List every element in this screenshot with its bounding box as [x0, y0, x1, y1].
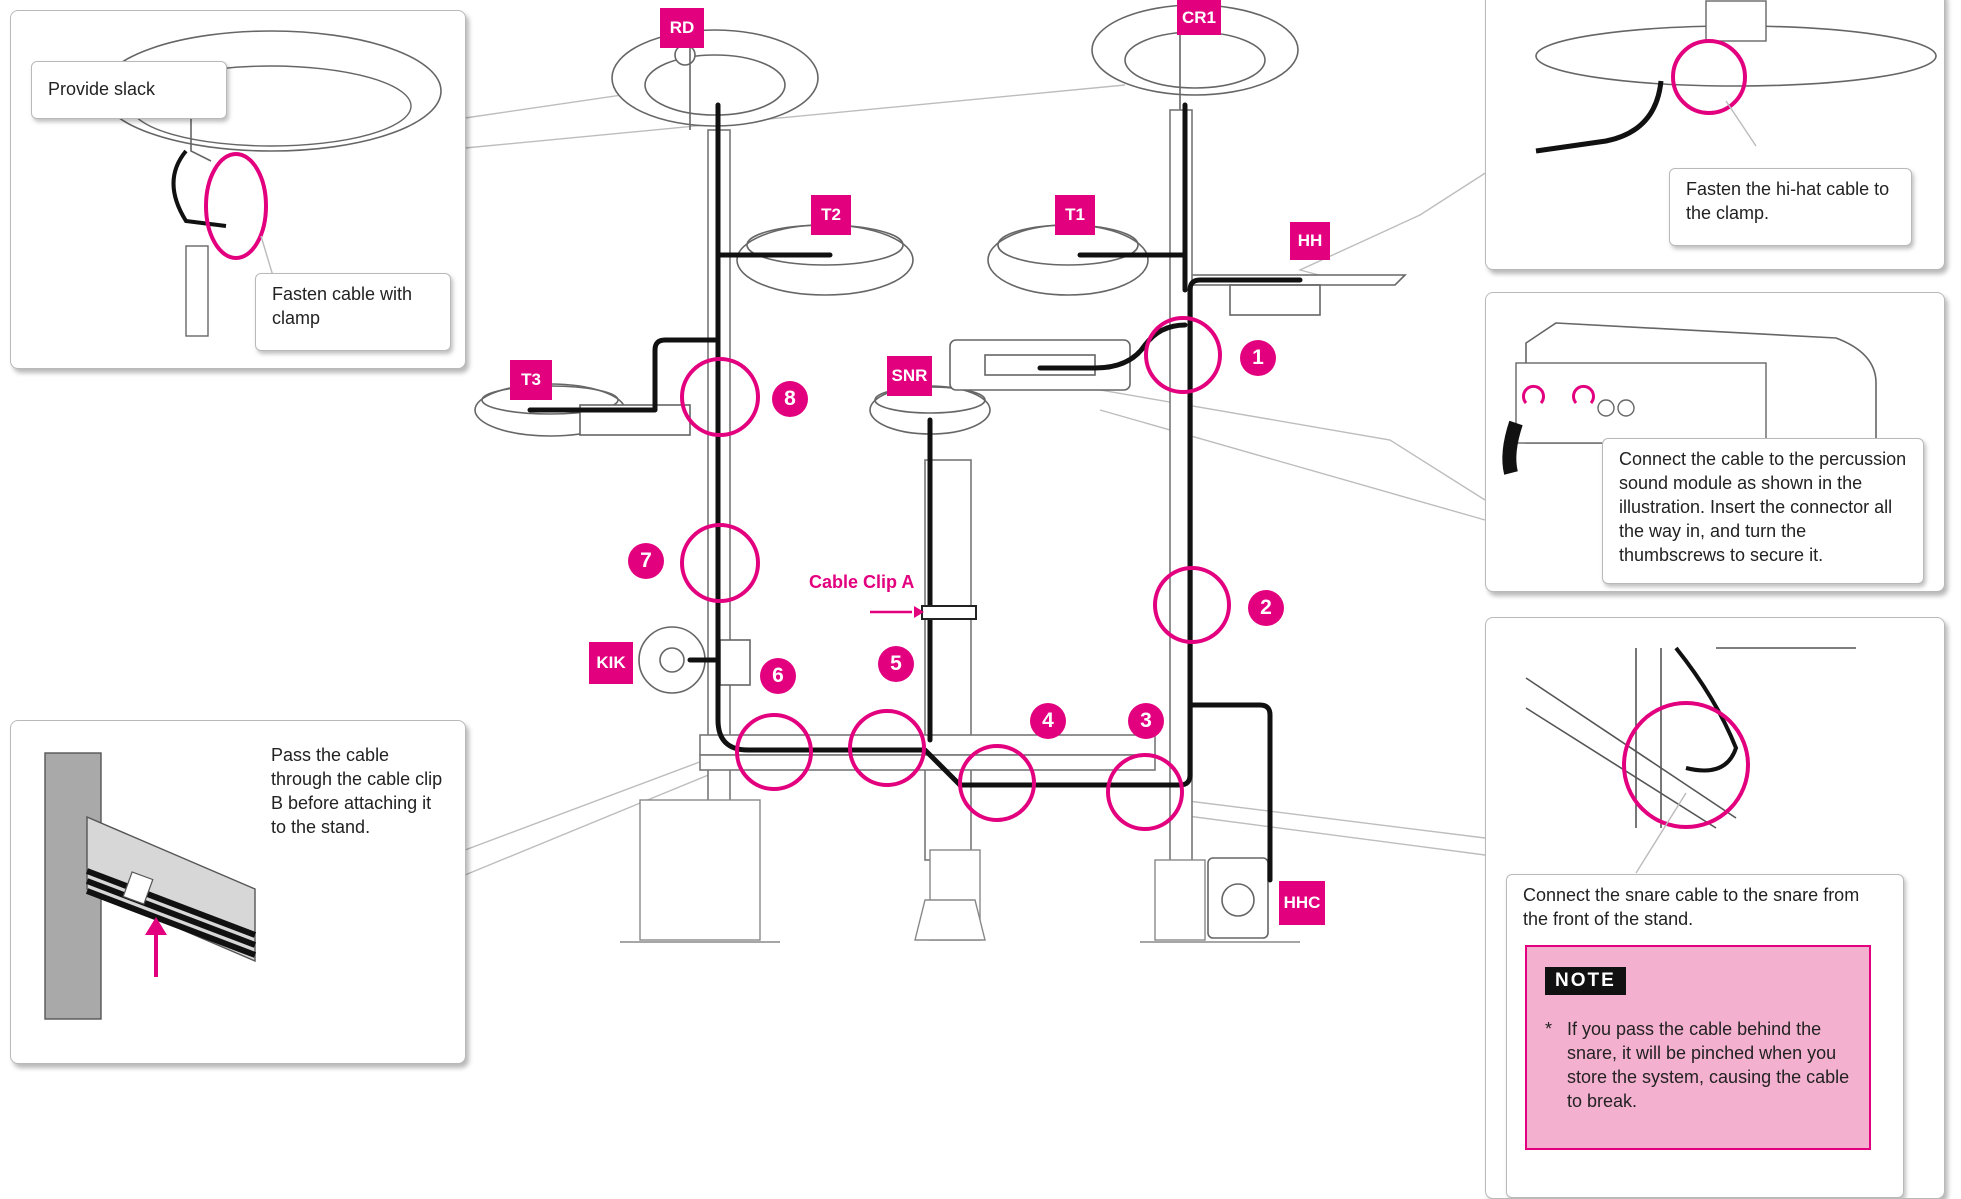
pass-cable-text: Pass the cable through the cable clip B …: [271, 745, 443, 837]
step-8: 8: [772, 381, 808, 417]
label-hh: HH: [1290, 222, 1330, 260]
step-6: 6: [760, 658, 796, 694]
clamp-highlight: [204, 152, 268, 260]
label-t2: T2: [811, 195, 851, 235]
hihat-clamp-highlight: [1671, 39, 1747, 115]
provide-slack-callout: Provide slack: [31, 61, 227, 119]
panel-hihat-clamp: Fasten the hi-hat cable to the clamp.: [1485, 0, 1945, 270]
step-7: 7: [628, 543, 664, 579]
fasten-clamp-text: Fasten cable with clamp: [272, 284, 413, 328]
panel-clamp-detail: Provide slack Fasten cable with clamp: [10, 10, 466, 369]
module-connection-illustration: [1502, 322, 1877, 475]
module-callout-text: Connect the cable to the percussion soun…: [1619, 449, 1907, 565]
sound-module: [949, 339, 1131, 391]
step-2: 2: [1248, 590, 1284, 626]
label-cr1: CR1: [1177, 0, 1221, 35]
label-snr: SNR: [887, 356, 932, 396]
note-body: If you pass the cable behind the snare, …: [1567, 1019, 1850, 1111]
note-text: * If you pass the cable behind the snare…: [1545, 1017, 1865, 1113]
panel-cable-clip-b: Pass the cable through the cable clip B …: [10, 720, 466, 1064]
panel-snare-connection: Connect the snare cable to the snare fro…: [1485, 617, 1945, 1199]
panel-module-connection: Connect the cable to the percussion soun…: [1485, 292, 1945, 592]
cable-clip-a-label: Cable Clip A: [809, 572, 915, 592]
provide-slack-text: Provide slack: [48, 79, 156, 99]
note-bullet: *: [1545, 1019, 1553, 1039]
step-5: 5: [878, 646, 914, 682]
label-t1: T1: [1055, 195, 1095, 235]
hihat-clamp-illustration: [1535, 0, 1937, 154]
tom-t1: [987, 224, 1149, 296]
snare-connection-highlight: [1622, 701, 1750, 829]
cymbal-rd: [611, 29, 819, 130]
hihat-controller: [1207, 857, 1269, 939]
step-1: 1: [1240, 340, 1276, 376]
tom-t2: [736, 224, 914, 296]
hihat-callout: Fasten the hi-hat cable to the clamp.: [1669, 168, 1912, 246]
snare-callout-text: Connect the snare cable to the snare fro…: [1523, 885, 1860, 929]
snare-callout: Connect the snare cable to the snare fro…: [1506, 874, 1904, 1198]
cable-clip-b-illustration: [44, 752, 257, 1020]
label-rd: RD: [660, 8, 704, 48]
module-callout: Connect the cable to the percussion soun…: [1602, 438, 1924, 584]
step-4: 4: [1030, 703, 1066, 739]
step-circles: [680, 316, 1231, 831]
cables: [527, 102, 1303, 883]
fasten-clamp-callout: Fasten cable with clamp: [255, 273, 451, 351]
stand-feet: [620, 799, 1300, 943]
label-kik: KIK: [589, 642, 633, 684]
cable-clip-a: [921, 605, 977, 620]
kick-trigger: [638, 626, 751, 694]
note-heading: NOTE: [1545, 967, 1626, 995]
step-3: 3: [1128, 703, 1164, 739]
label-t3: T3: [510, 360, 552, 400]
leader-lines: [464, 84, 1491, 876]
label-hhc: HHC: [1279, 881, 1325, 925]
hihat-callout-text: Fasten the hi-hat cable to the clamp.: [1686, 179, 1890, 223]
note-box: NOTE * If you pass the cable behind the …: [1525, 945, 1871, 1150]
snare-connection-illustration: [1525, 646, 1856, 874]
